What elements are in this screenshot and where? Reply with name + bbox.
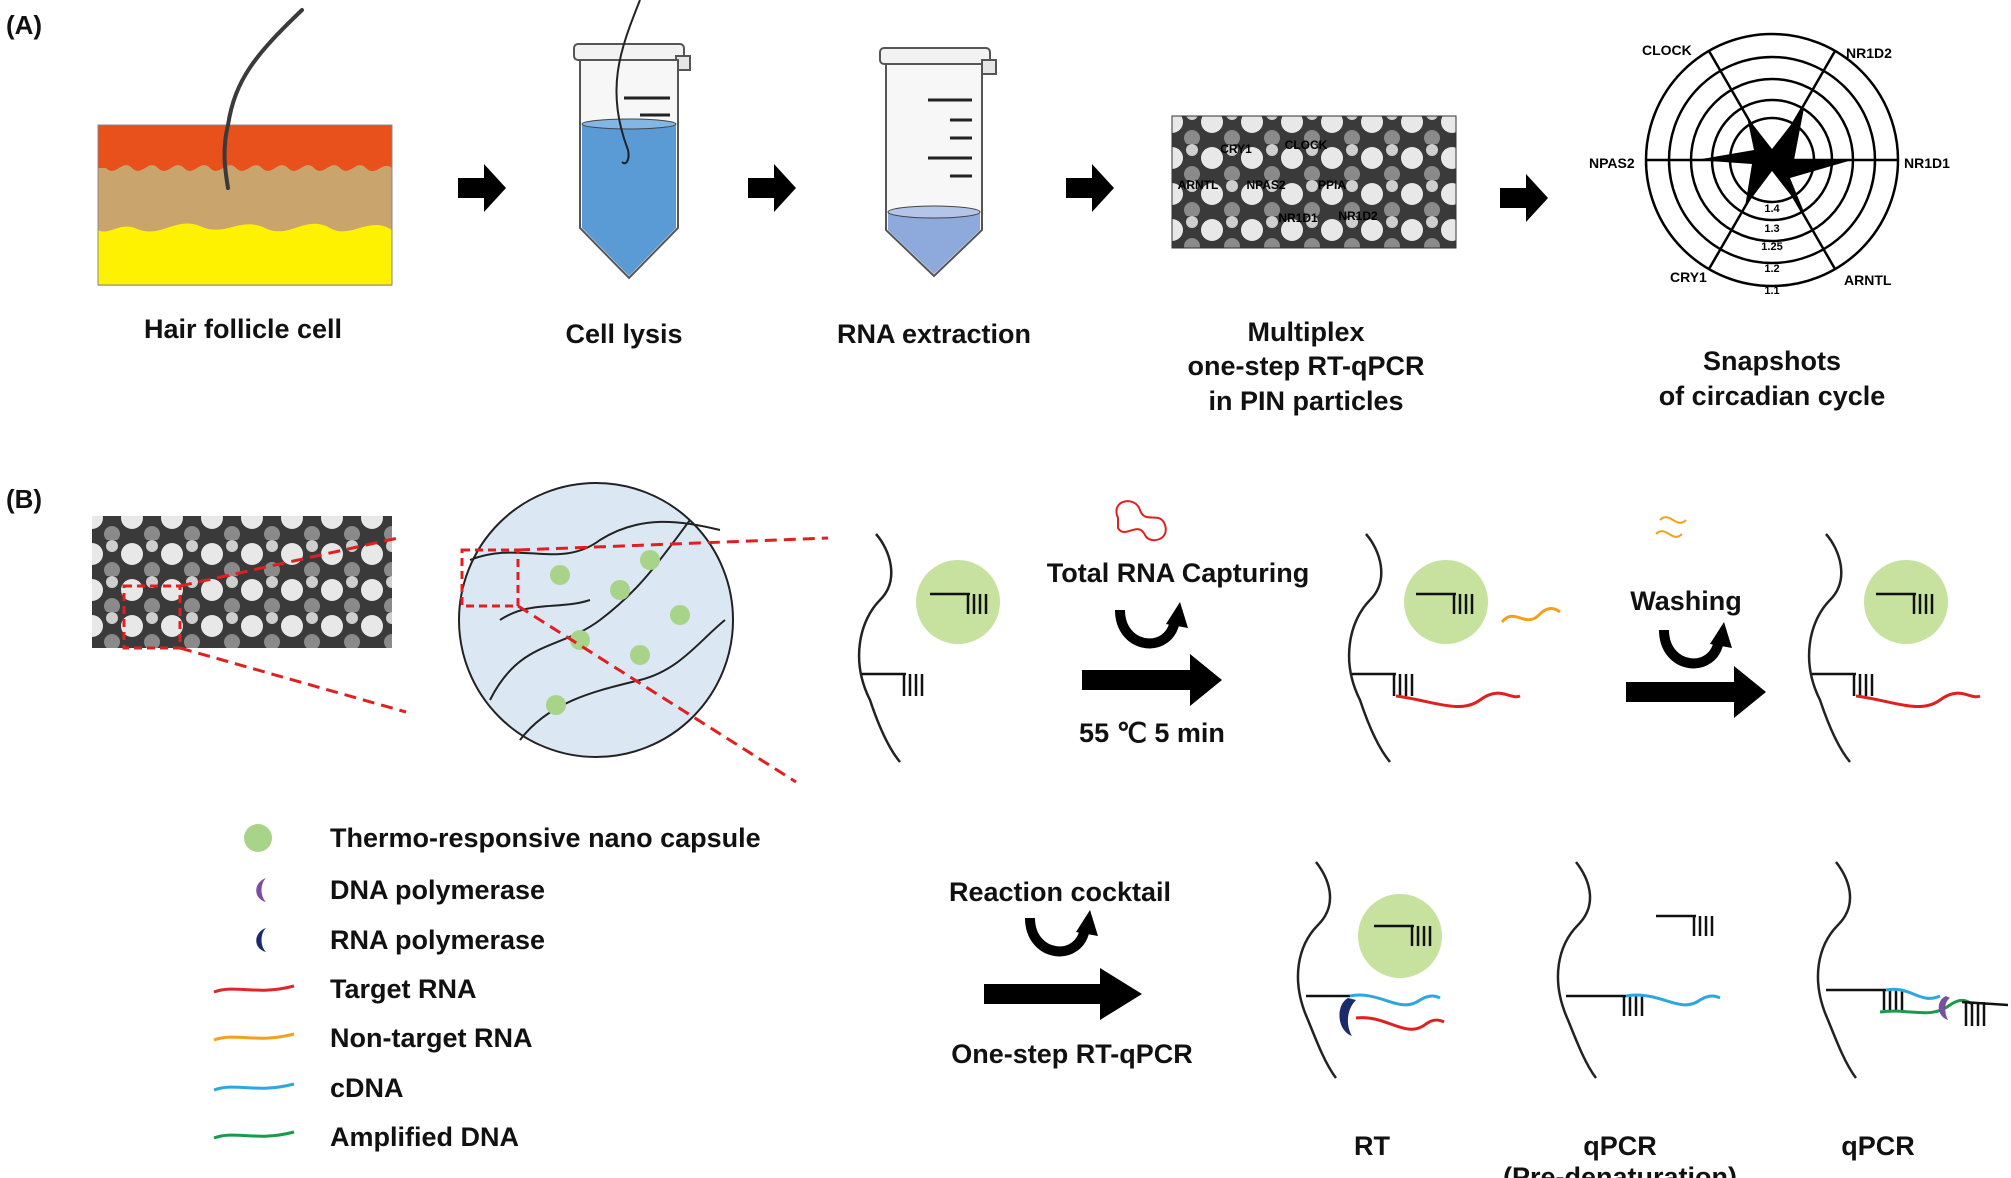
panel-b-tag: (B) xyxy=(6,484,42,514)
pin-particle-photo xyxy=(1171,115,1457,249)
stage-label-pre-denaturation: (Pre-denaturation) xyxy=(1503,1162,1737,1178)
pin-label-arntl: ARNTL xyxy=(1178,178,1219,192)
rt-stage-illustration xyxy=(1296,861,1445,1079)
radar-axis-cry1: CRY1 xyxy=(1670,269,1707,285)
step-label-cell-lysis: Cell lysis xyxy=(565,319,682,349)
legend-swatch-dna-polymerase xyxy=(256,878,266,902)
rna-extraction-tube-illustration xyxy=(879,47,997,278)
radar-ring-value-3: 1.25 xyxy=(1761,241,1782,253)
hydrogel-particle-magnified xyxy=(458,482,829,784)
step-total-rna-capturing: Total RNA Capturing xyxy=(1047,558,1309,588)
arrow-washing xyxy=(1626,622,1766,718)
circadian-radar-chart xyxy=(1644,32,1900,288)
pin-label-ppia: PPIA xyxy=(1318,178,1346,192)
step-label-hair-follicle: Hair follicle cell xyxy=(144,314,342,344)
legend-swatch-target-rna xyxy=(213,984,295,994)
capture-stage-initial xyxy=(857,533,1000,763)
pin-label-clock: CLOCK xyxy=(1285,138,1328,152)
step-label-rna-extraction: RNA extraction xyxy=(837,319,1031,349)
legend-label-target-rna: Target RNA xyxy=(330,974,477,1004)
legend-label-amplified-dna: Amplified DNA xyxy=(330,1122,519,1152)
step-label-snapshots-line2: of circadian cycle xyxy=(1659,381,1886,411)
legend-label-dna-polymerase: DNA polymerase xyxy=(330,875,545,905)
legend-swatch-non-target-rna xyxy=(213,1032,295,1042)
arrow-capture xyxy=(1082,602,1222,706)
stage-label-qpcr-2: qPCR xyxy=(1841,1131,1915,1161)
pin-label-cry1: CRY1 xyxy=(1220,142,1252,156)
arrow-a4 xyxy=(1500,174,1548,222)
radar-ring-value-4: 1.2 xyxy=(1764,263,1779,275)
radar-axis-npas2: NPAS2 xyxy=(1589,155,1635,171)
qpcr-predenaturation-illustration xyxy=(1556,861,1721,1079)
radar-ring-value-1: 1.4 xyxy=(1764,203,1780,215)
arrow-reaction xyxy=(984,910,1142,1020)
step-washing: Washing xyxy=(1630,586,1742,616)
radar-ring-value-5: 1.1 xyxy=(1764,285,1779,297)
radar-axis-arntl: ARNTL xyxy=(1844,272,1892,288)
pin-label-nr1d1: NR1D1 xyxy=(1278,211,1318,225)
lysis-tube-illustration xyxy=(573,0,691,280)
washed-rna-icon xyxy=(1655,516,1687,538)
radar-axis-nr1d2: NR1D2 xyxy=(1846,45,1892,61)
radar-axis-clock: CLOCK xyxy=(1642,42,1692,58)
legend-swatch-capsule xyxy=(244,824,272,852)
capture-stage-washed xyxy=(1807,533,1981,763)
panel-a-tag: (A) xyxy=(6,10,42,40)
stage-label-qpcr-1: qPCR xyxy=(1583,1131,1657,1161)
step-reaction-cocktail: Reaction cocktail xyxy=(949,877,1171,907)
qpcr-amplification-illustration xyxy=(1816,861,2009,1079)
step-label-multiplex-line3: in PIN particles xyxy=(1208,386,1403,416)
legend-swatch-cdna xyxy=(213,1082,295,1092)
capture-stage-bound xyxy=(1347,533,1561,763)
step-label-snapshots-line1: Snapshots xyxy=(1703,346,1841,376)
total-rna-icon xyxy=(1115,500,1167,542)
legend-swatch-rna-polymerase xyxy=(256,928,266,952)
legend-label-rna-polymerase: RNA polymerase xyxy=(330,925,545,955)
stage-label-rt: RT xyxy=(1354,1131,1390,1161)
legend-label-non-target-rna: Non-target RNA xyxy=(330,1023,533,1053)
step-label-multiplex-line1: Multiplex xyxy=(1247,317,1364,347)
legend-label-cdna: cDNA xyxy=(330,1073,404,1103)
step-label-multiplex-line2: one-step RT-qPCR xyxy=(1187,351,1424,381)
pin-label-npas2: NPAS2 xyxy=(1246,178,1285,192)
pin-photo-zoom-source xyxy=(92,516,407,714)
step-capture-condition: 55 ℃ 5 min xyxy=(1079,718,1225,748)
radar-ring-value-2: 1.3 xyxy=(1764,223,1779,235)
arrow-a1 xyxy=(458,164,506,212)
pin-label-nr1d2: NR1D2 xyxy=(1338,209,1378,223)
arrow-a3 xyxy=(1066,164,1114,212)
legend-label-capsule: Thermo-responsive nano capsule xyxy=(330,823,761,853)
legend xyxy=(213,824,295,1140)
radar-axis-nr1d1: NR1D1 xyxy=(1904,155,1950,171)
arrow-a2 xyxy=(748,164,796,212)
legend-swatch-amplified-dna xyxy=(213,1130,295,1140)
hair-follicle-illustration xyxy=(97,8,393,286)
step-one-step-rt-qpcr: One-step RT-qPCR xyxy=(951,1039,1193,1069)
